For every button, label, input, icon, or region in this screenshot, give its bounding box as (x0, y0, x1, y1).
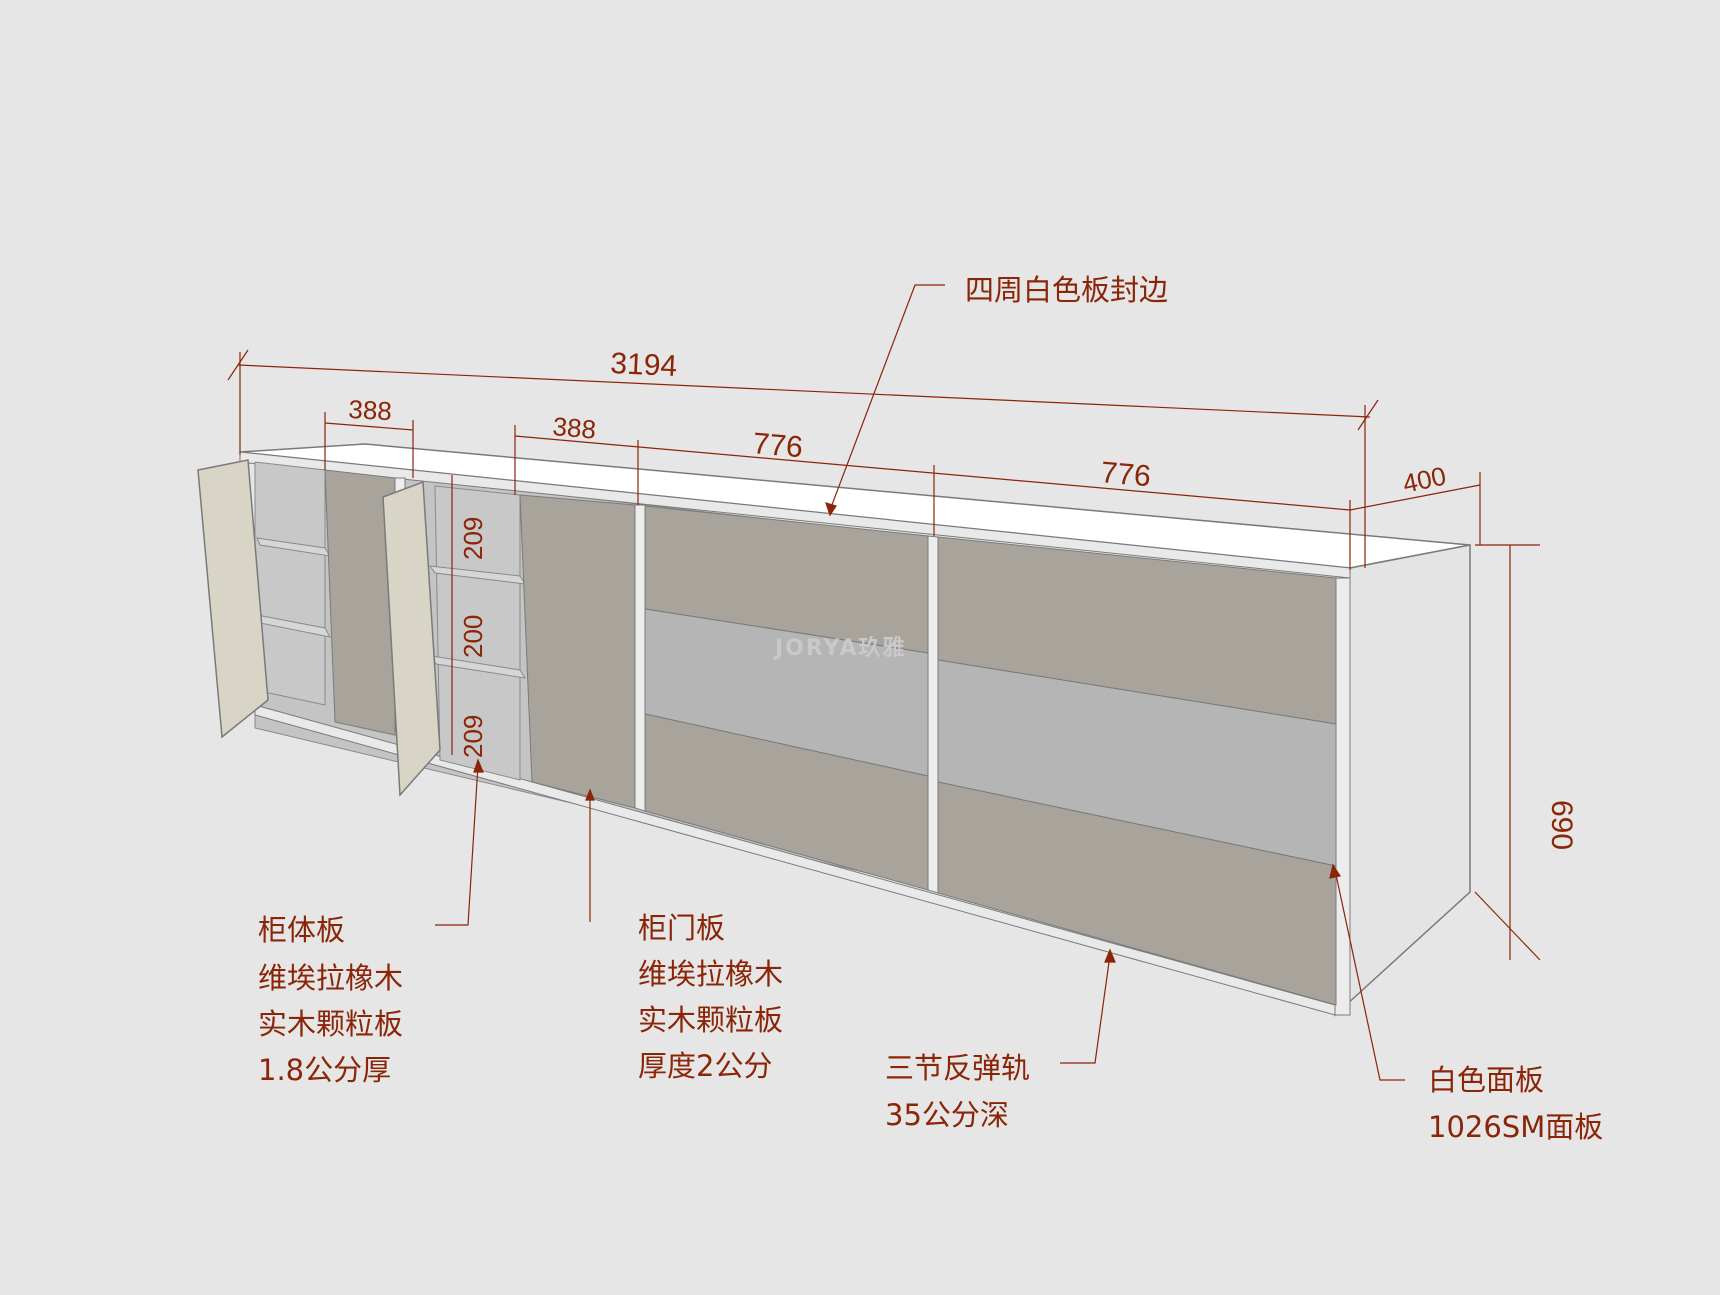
bay4-drawer-bottom (937, 781, 1337, 1006)
callout-door-line-3: 实木颗粒板 (638, 1003, 783, 1037)
cabinet (197, 443, 1471, 1017)
callout-leaders (435, 284, 1405, 1081)
dim-total-length: 3194 (610, 347, 678, 383)
callout-door-line-2: 维埃拉橡木 (638, 957, 783, 991)
callout-rail-line-2: 35公分深 (885, 1098, 1009, 1132)
dim-shelf-bottom: 209 (458, 715, 488, 758)
callout-edge-banding-line-1: 四周白色板封边 (965, 273, 1168, 307)
callout-top-panel: 白色面板 1026SM面板 (1428, 1063, 1603, 1144)
callout-top-panel-line-2: 1026SM面板 (1428, 1110, 1603, 1144)
door-panel-2 (519, 494, 636, 809)
dim-door-width-1: 388 (348, 394, 393, 426)
callout-rail-line-1: 三节反弹轨 (885, 1051, 1030, 1085)
callout-carcass: 柜体板 维埃拉橡木 实木颗粒板 1.8公分厚 (258, 913, 403, 1087)
dim-door-width-2: 388 (551, 411, 597, 445)
callout-carcass-line-2: 维埃拉橡木 (258, 961, 403, 995)
callout-edge-banding: 四周白色板封边 (965, 273, 1168, 307)
callout-carcass-line-4: 1.8公分厚 (258, 1053, 391, 1087)
callout-rail: 三节反弹轨 35公分深 (885, 1051, 1030, 1132)
open-door-2 (382, 480, 441, 797)
dim-shelf-middle: 200 (458, 615, 488, 658)
dim-bay-width-2: 776 (1099, 456, 1152, 493)
callout-carcass-line-1: 柜体板 (258, 913, 345, 947)
callout-door: 柜门板 维埃拉橡木 实木颗粒板 厚度2公分 (638, 911, 783, 1083)
open-door-1 (197, 459, 269, 739)
callout-door-line-1: 柜门板 (638, 911, 725, 945)
dim-shelf-top: 209 (458, 517, 488, 560)
callout-top-panel-line-1: 白色面板 (1428, 1063, 1544, 1097)
dimension-lines (227, 349, 1541, 961)
divider-3 (927, 535, 939, 894)
dim-depth: 400 (1400, 461, 1449, 499)
dimension-labels: 3194 388 388 776 776 400 690 209 200 209 (348, 347, 1578, 850)
front-right-edge (1334, 577, 1351, 1016)
mid-bay-back (434, 485, 521, 781)
callout-door-line-4: 厚度2公分 (638, 1049, 772, 1083)
watermark: JORYA玖雅 (773, 635, 906, 661)
dim-height: 690 (1545, 800, 1578, 850)
divider-2 (634, 504, 646, 812)
callout-carcass-line-3: 实木颗粒板 (258, 1007, 403, 1041)
dim-bay-width-1: 776 (751, 427, 804, 464)
side-panel (1334, 544, 1471, 1017)
